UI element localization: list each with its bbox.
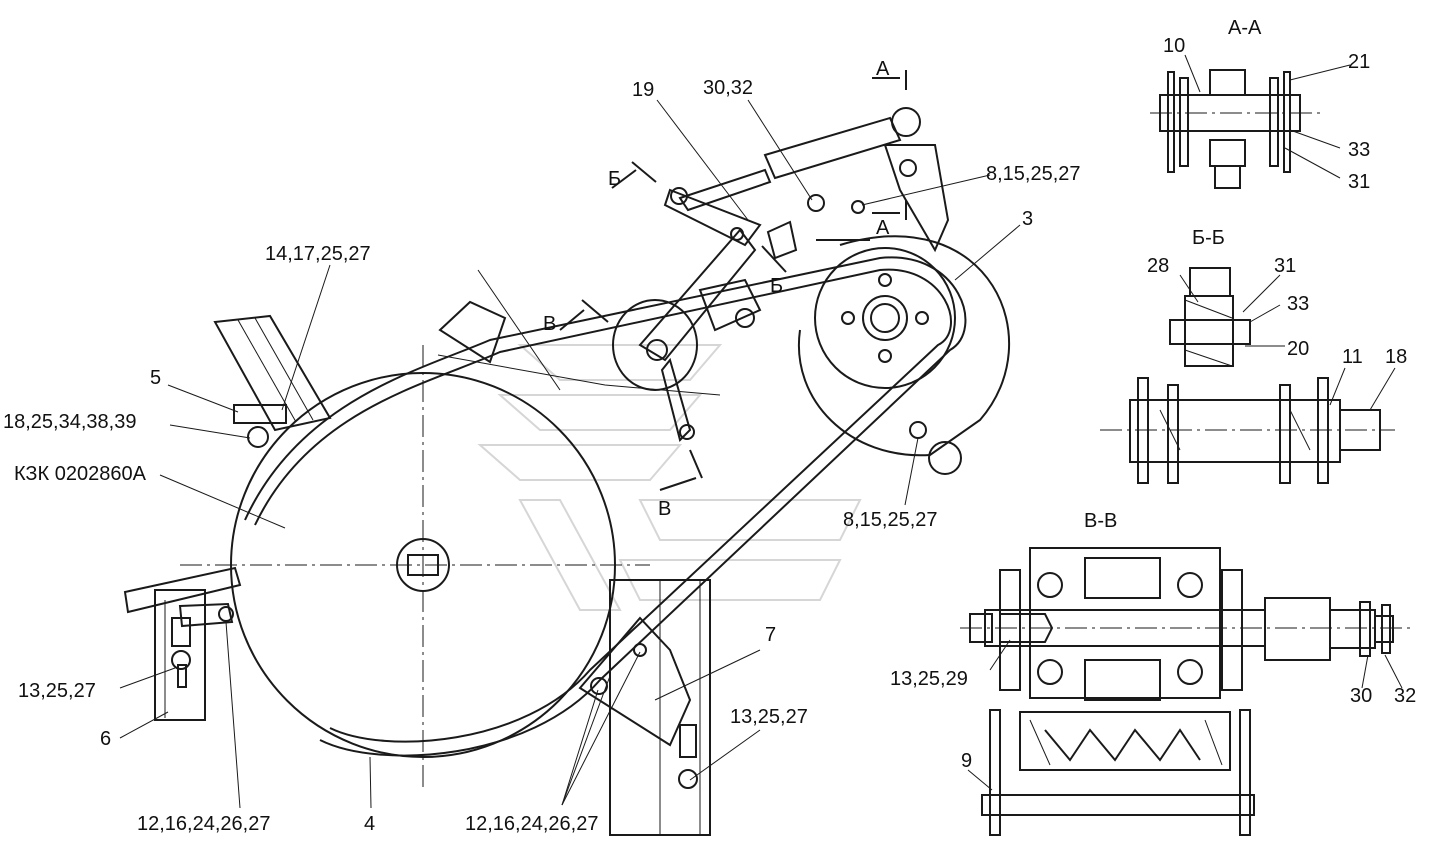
section-vv-view [960,547,1410,836]
upper-pulley [797,235,1011,475]
callout-13-25-27-left: 13,25,27 [18,680,96,702]
left-bracket-frame [123,566,242,721]
callout-kzk: КЗК 0202860А [14,463,147,485]
callout-8-15-25-27-top: 8,15,25,27 [986,163,1081,185]
callout-7: 7 [765,624,776,646]
section-bb-label-18: 18 [1385,346,1407,368]
callout-14-17-25-27: 14,17,25,27 [265,243,371,265]
section-bb-label-33: 33 [1287,293,1309,315]
callout-5: 5 [150,367,161,389]
section-aa-view [1150,54,1351,189]
callout-30-32: 30,32 [703,77,753,99]
drive-belt [244,256,967,757]
tab-plate [438,300,507,364]
section-aa-title: А-А [1228,17,1262,39]
section-bb-label-28: 28 [1147,255,1169,277]
callout-19: 19 [632,79,654,101]
section-bb-label-20: 20 [1287,338,1309,360]
upper-left-post [213,314,332,432]
section-bb-label-11: 11 [1342,346,1363,368]
main-view [119,70,1021,836]
callout-18-25-34-38-39: 18,25,34,38,39 [3,411,136,433]
section-bb-view [1100,267,1396,484]
section-vv-label-9: 9 [961,750,972,772]
section-mark-a-top: А [876,58,890,80]
section-bb-title: Б-Б [1192,227,1225,249]
section-mark-b-bottom: Б [770,275,783,297]
section-vv-label-13-25-29: 13,25,29 [890,668,968,690]
callout-6: 6 [100,728,111,750]
section-mark-b-top: Б [608,168,621,190]
callout-12-16-24-26-27-mid: 12,16,24,26,27 [465,813,598,835]
section-vv-label-30: 30 [1350,685,1372,707]
labels: 19 30,32 8,15,25,27 3 14,17,25,27 5 18,2… [3,17,1416,835]
callout-12-16-24-26-27-left: 12,16,24,26,27 [137,813,270,835]
leader-lines [119,99,1021,809]
callout-13-25-27-right: 13,25,27 [730,706,808,728]
watermark-logo [477,344,862,611]
section-aa-label-31: 31 [1348,171,1370,193]
section-vv-title: В-В [1084,510,1117,532]
callout-8-15-25-27-bottom: 8,15,25,27 [843,509,938,531]
main-disk [180,345,650,790]
section-mark-v-top: В [543,313,556,335]
section-mark-a-bottom: А [876,217,890,239]
callout-4: 4 [364,813,375,835]
section-aa-label-21: 21 [1348,51,1370,73]
section-vv-label-32: 32 [1394,685,1416,707]
section-aa-label-10: 10 [1163,35,1185,57]
section-cut-marks [559,70,907,491]
section-mark-v-bottom: В [658,498,671,520]
section-aa-label-33: 33 [1348,139,1370,161]
section-bb-label-31: 31 [1274,255,1296,277]
tension-mechanism [612,107,950,442]
callout-3: 3 [1022,208,1033,230]
